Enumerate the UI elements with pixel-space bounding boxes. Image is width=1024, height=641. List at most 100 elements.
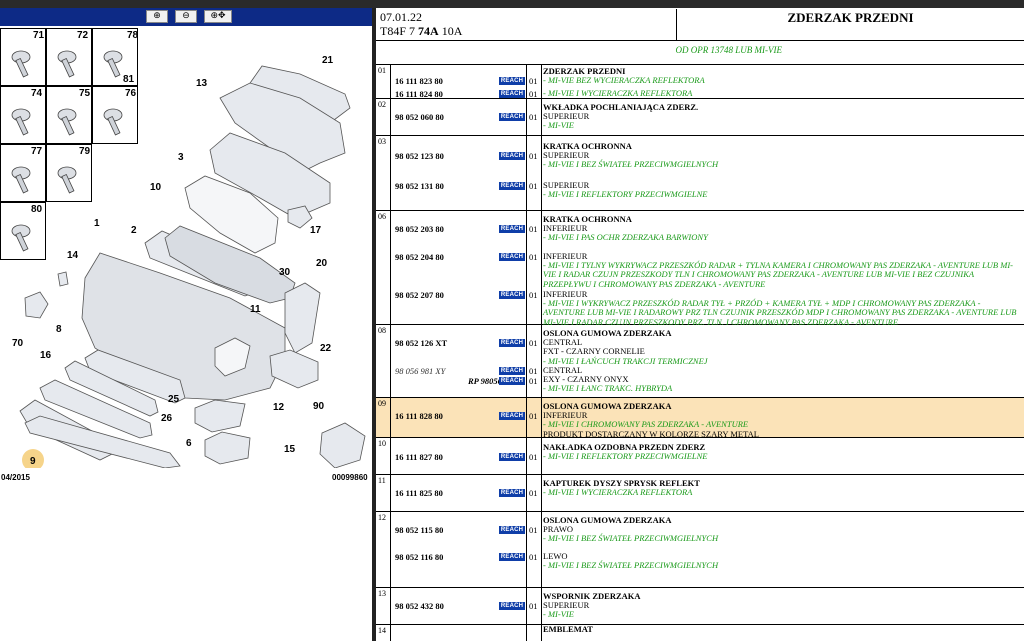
fastener-cell[interactable]: 74 [0, 86, 46, 144]
diagram-date: 04/2015 [1, 473, 30, 482]
reach-badge[interactable]: REACH [499, 453, 525, 461]
description-line: - MI-VIE I WYCIERACZKA REFLEKTORA [543, 88, 693, 98]
description-line: FXT - CZARNY CORNELIE [543, 346, 645, 357]
reach-badge[interactable]: REACH [499, 182, 525, 190]
reach-badge[interactable]: REACH [499, 553, 525, 561]
part-number[interactable]: 98 052 060 80 [395, 112, 444, 122]
part-description: - MI-VIE I WYCIERACZKA REFLEKTORA [543, 88, 1021, 98]
panel-divider[interactable] [372, 8, 376, 641]
description-line: INFERIEUR [543, 289, 588, 299]
zoom-move-button[interactable]: ⊕✥ [204, 10, 232, 23]
part-number[interactable]: 98 052 126 XT [395, 338, 448, 348]
part-description: ZDERZAK PRZEDNI- MI-VIE BEZ WYCIERACZKA … [543, 66, 1021, 85]
quantity: 01 [529, 601, 538, 611]
callout-1: 1 [94, 218, 100, 229]
fastener-icon [11, 108, 31, 136]
reach-badge[interactable]: REACH [499, 152, 525, 160]
diagram-toolbar: ⊕ ⊖ ⊕✥ [0, 8, 372, 26]
reach-badge[interactable]: REACH [499, 526, 525, 534]
callout-25: 25 [168, 394, 180, 405]
reach-badge[interactable]: REACH [499, 377, 525, 385]
fastener-cell[interactable]: 7273 [46, 28, 104, 86]
reach-badge[interactable]: REACH [499, 253, 525, 261]
part-number[interactable]: 98 052 204 80 [395, 252, 444, 262]
part-number[interactable]: 98 052 116 80 [395, 552, 444, 562]
fastener-cell[interactable]: 80 [0, 202, 46, 260]
fastener-icon [103, 50, 123, 78]
part-row[interactable]: 98 052 432 80 REACH 01 [376, 601, 1024, 611]
reach-badge[interactable]: REACH [499, 489, 525, 497]
reach-badge[interactable]: REACH [499, 602, 525, 610]
part-number[interactable]: 16 111 825 80 [395, 488, 443, 498]
part-number[interactable]: 16 111 828 80 [395, 411, 443, 421]
callout-6: 6 [186, 438, 192, 449]
fastener-cell[interactable]: 77 [0, 144, 46, 202]
reach-badge[interactable]: REACH [499, 113, 525, 121]
reach-badge[interactable]: REACH [499, 367, 525, 375]
reach-badge[interactable]: REACH [499, 225, 525, 233]
reach-badge[interactable]: REACH [499, 412, 525, 420]
part-description: INFERIEUR- MI-VIE I TYLNY WYKRYWACZ PRZE… [543, 251, 1021, 289]
part-number[interactable]: 16 111 823 80 [395, 76, 443, 86]
fastener-cell[interactable]: 71 [0, 28, 46, 86]
part-number[interactable]: 98 056 981 XY [395, 366, 446, 376]
part-26-strip [39, 379, 153, 439]
replacement-part-number[interactable]: RP 980569811T [468, 376, 524, 386]
part-number[interactable]: 16 111 824 80 [395, 89, 443, 99]
part-number[interactable]: 16 111 827 80 [395, 452, 443, 462]
reach-badge[interactable]: REACH [499, 90, 525, 98]
fastener-cell[interactable]: 75 [46, 86, 92, 144]
part-25-strip [64, 360, 159, 417]
part-number[interactable]: 98 052 115 80 [395, 525, 444, 535]
part-number[interactable]: 98 052 123 80 [395, 151, 444, 161]
part-number[interactable]: 98 052 432 80 [395, 601, 444, 611]
reach-badge[interactable]: REACH [499, 339, 525, 347]
part-number[interactable]: 98 052 207 80 [395, 290, 444, 300]
page-title: ZDERZAK PRZEDNI [676, 9, 1024, 41]
reach-badge[interactable]: REACH [499, 291, 525, 299]
description-line: WKŁADKA POCHLANIAJĄCA ZDERZ. [543, 102, 699, 112]
zoom-in-button[interactable]: ⊕ [146, 10, 168, 23]
zoom-out-button[interactable]: ⊖ [175, 10, 197, 23]
group-number: 01 [378, 66, 386, 75]
part-number[interactable]: 98 052 131 80 [395, 181, 444, 191]
fastener-number: 76 [125, 88, 137, 99]
fastener-cell[interactable]: 76 [92, 86, 138, 144]
part-description: SUPERIEUR- MI-VIE I REFLEKTORY PRZECIWMG… [543, 180, 1021, 199]
fastener-cell[interactable]: 79 [46, 144, 92, 202]
exploded-parts-diagram[interactable]: 21 13 3 10 17 1 2 14 30 20 70 11 8 16 22… [0, 28, 372, 468]
callout-20: 20 [316, 258, 328, 269]
part-description: KAPTUREK DYSZY SPRYSK REFLEKT- MI-VIE I … [543, 478, 1021, 497]
reach-badge[interactable]: REACH [499, 77, 525, 85]
part-number[interactable]: 98 052 203 80 [395, 224, 444, 234]
